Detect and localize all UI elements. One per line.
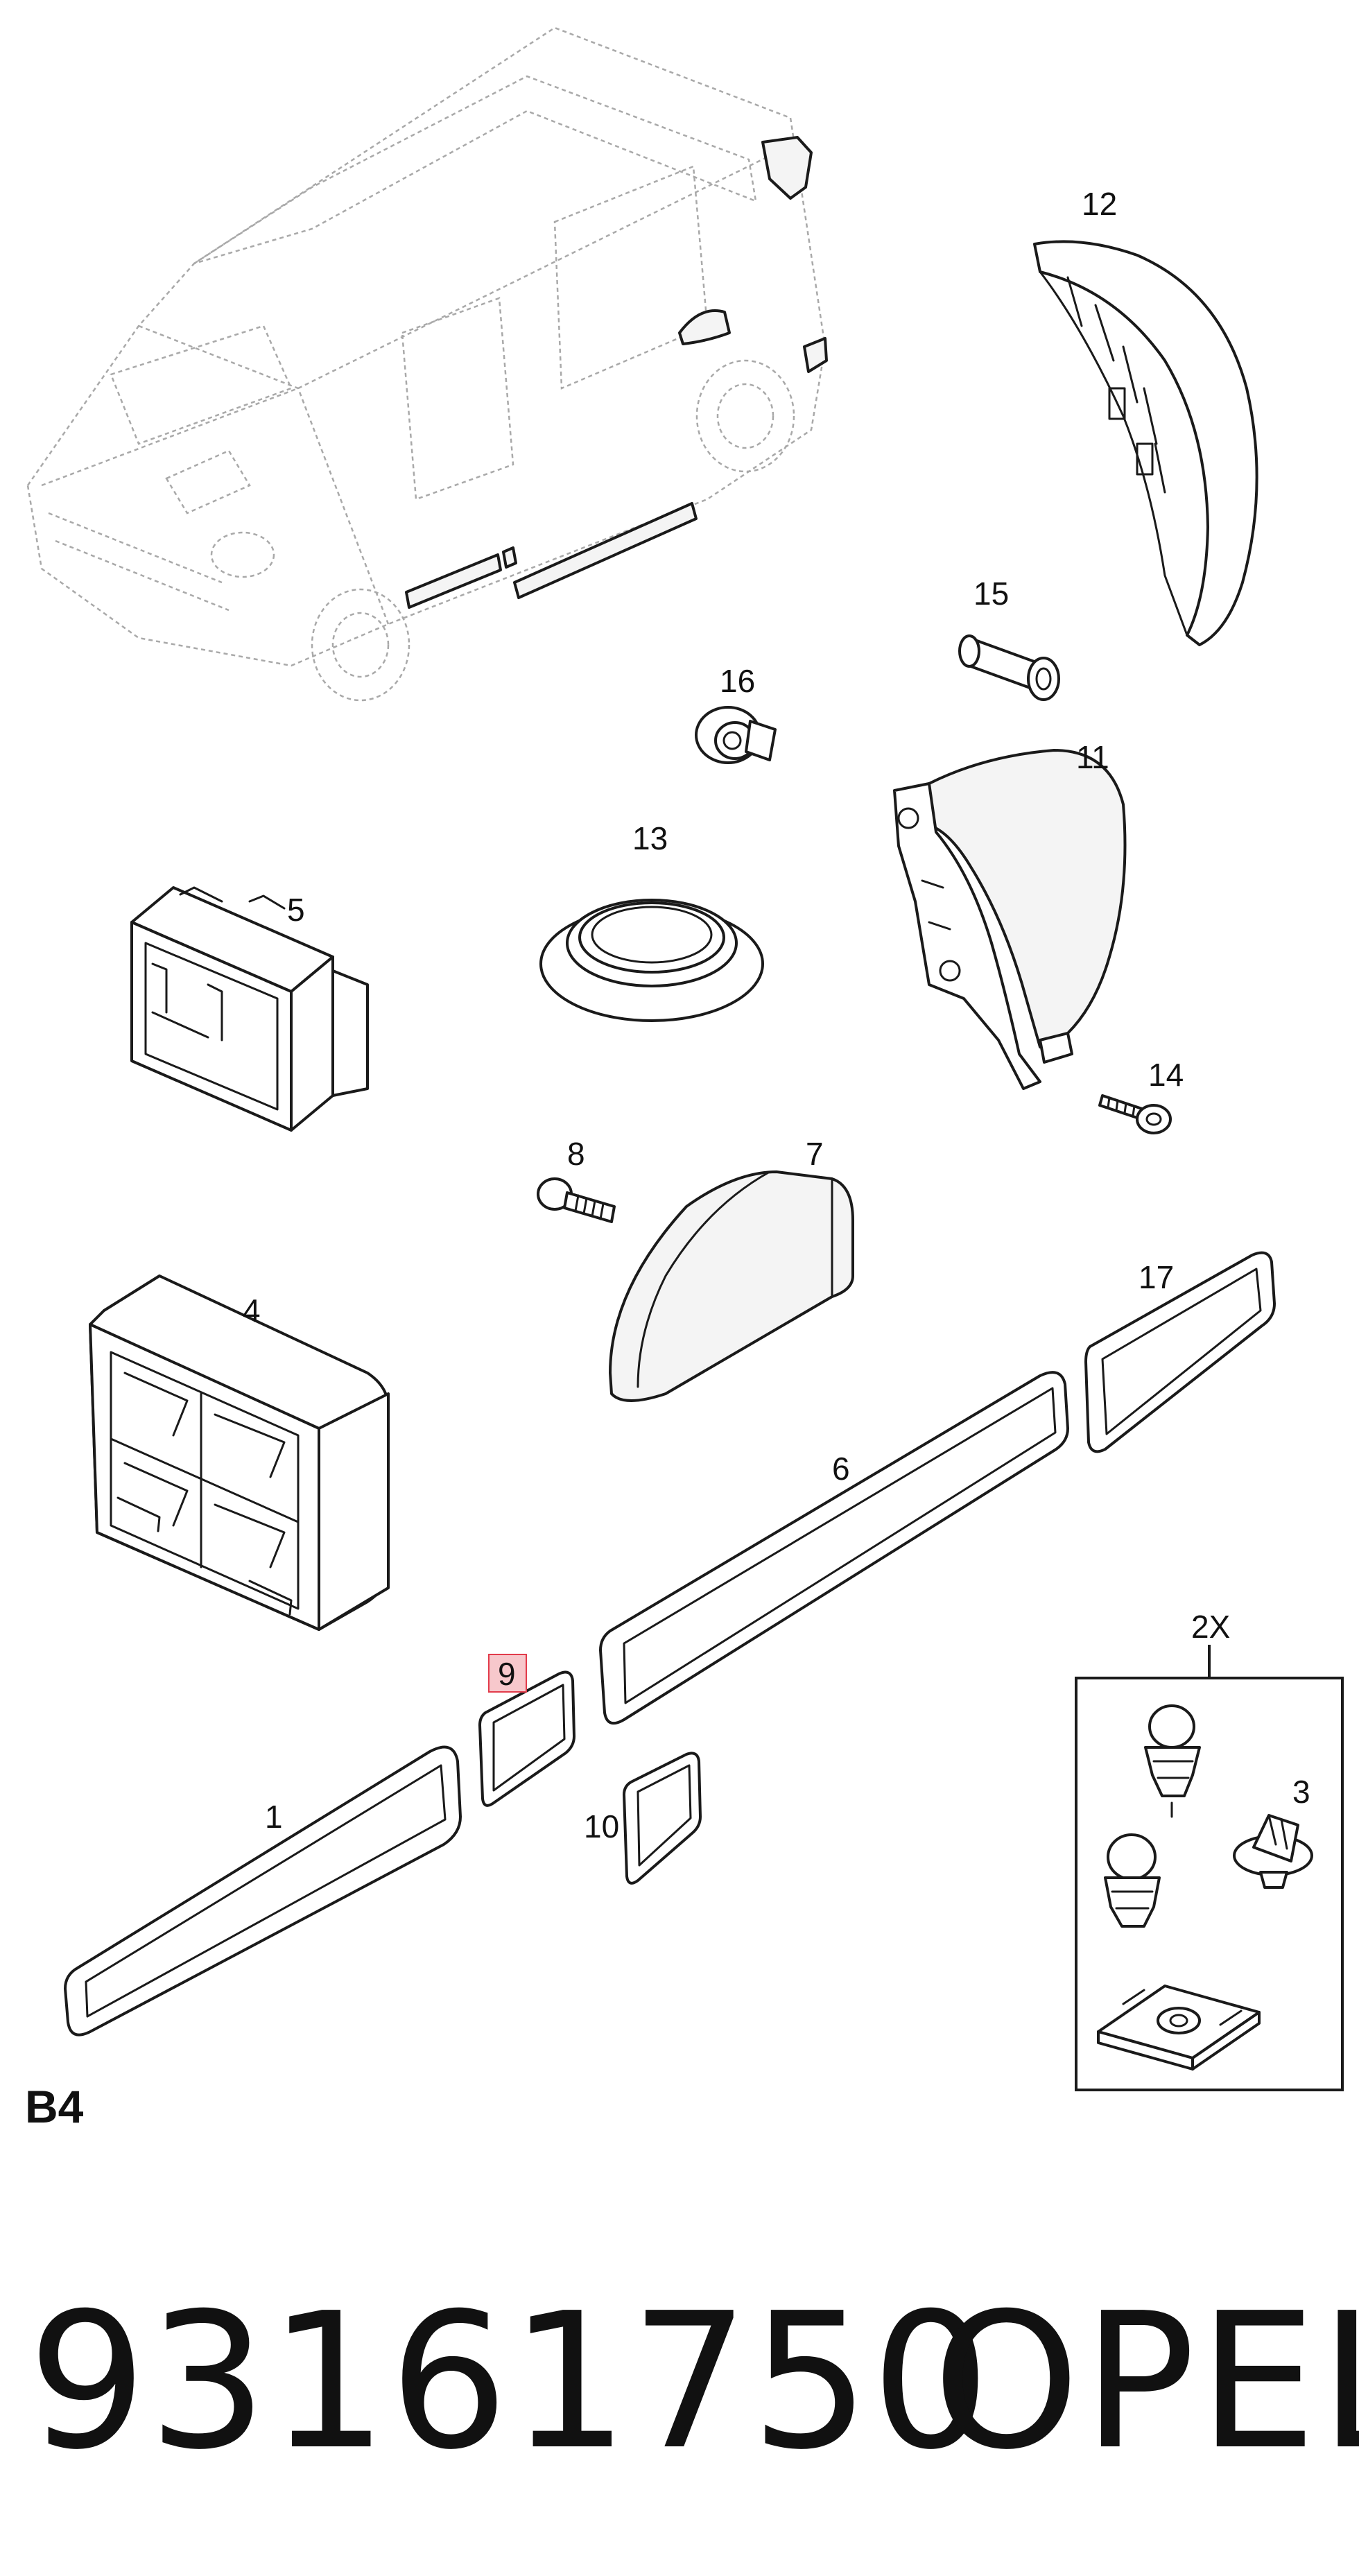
part-16-grommet — [695, 706, 777, 764]
callout-1: 1 — [265, 1799, 283, 1835]
part-14-screw — [1098, 1094, 1172, 1134]
part-17-moulding — [1084, 1251, 1276, 1453]
callout-9-highlight — [488, 1654, 527, 1693]
clip-kit-box — [1075, 1645, 1344, 2091]
van-handle — [678, 309, 731, 345]
callout-4: 4 — [243, 1293, 261, 1329]
part-5-vent-box — [130, 886, 369, 1132]
callout-10: 10 — [584, 1808, 619, 1844]
part-7-mirror-cap — [609, 1170, 854, 1402]
part-13-seal-ring — [539, 899, 764, 1022]
section-code: B4 — [25, 2081, 84, 2132]
callout-9: 9 — [498, 1656, 516, 1692]
van-rear-light — [803, 337, 828, 373]
callout-7: 7 — [806, 1136, 824, 1172]
callout-5: 5 — [287, 892, 305, 928]
callout-3: 3 — [1292, 1774, 1310, 1810]
van-overview-illustration — [26, 26, 828, 702]
part-number: 93161750 — [28, 2272, 992, 2491]
van-moulding-rear — [513, 502, 698, 599]
part-4-vent-grille — [89, 1274, 390, 1631]
brand-name: OPEL — [933, 2272, 1359, 2491]
callout-12: 12 — [1082, 186, 1117, 222]
van-mirror — [761, 136, 813, 200]
part-10-small-moulding — [623, 1752, 702, 1885]
callout-13: 13 — [632, 820, 668, 856]
callout-17: 17 — [1139, 1259, 1174, 1295]
callout-11: 11 — [1076, 739, 1109, 775]
callout-16: 16 — [720, 663, 755, 699]
part-15-bushing — [958, 634, 1060, 701]
clip-plate — [1097, 1985, 1261, 2071]
clip-b — [1104, 1833, 1161, 1928]
clip-a — [1144, 1704, 1201, 1818]
callout-8: 8 — [567, 1136, 585, 1172]
van-moulding-front — [405, 553, 502, 609]
callout-14: 14 — [1148, 1057, 1184, 1093]
part-11-housing — [893, 749, 1127, 1090]
callout-2x: 2X — [1191, 1609, 1230, 1645]
part-12-rear-corner-trim — [1033, 240, 1258, 646]
callout-15: 15 — [973, 576, 1009, 612]
clip-3 — [1233, 1814, 1313, 1889]
part-9-small-moulding — [478, 1670, 575, 1807]
callout-6: 6 — [832, 1451, 850, 1487]
part-1-lower-moulding — [64, 1745, 462, 2037]
part-8-bolt — [537, 1177, 616, 1223]
part-6-long-moulding — [599, 1371, 1069, 1725]
